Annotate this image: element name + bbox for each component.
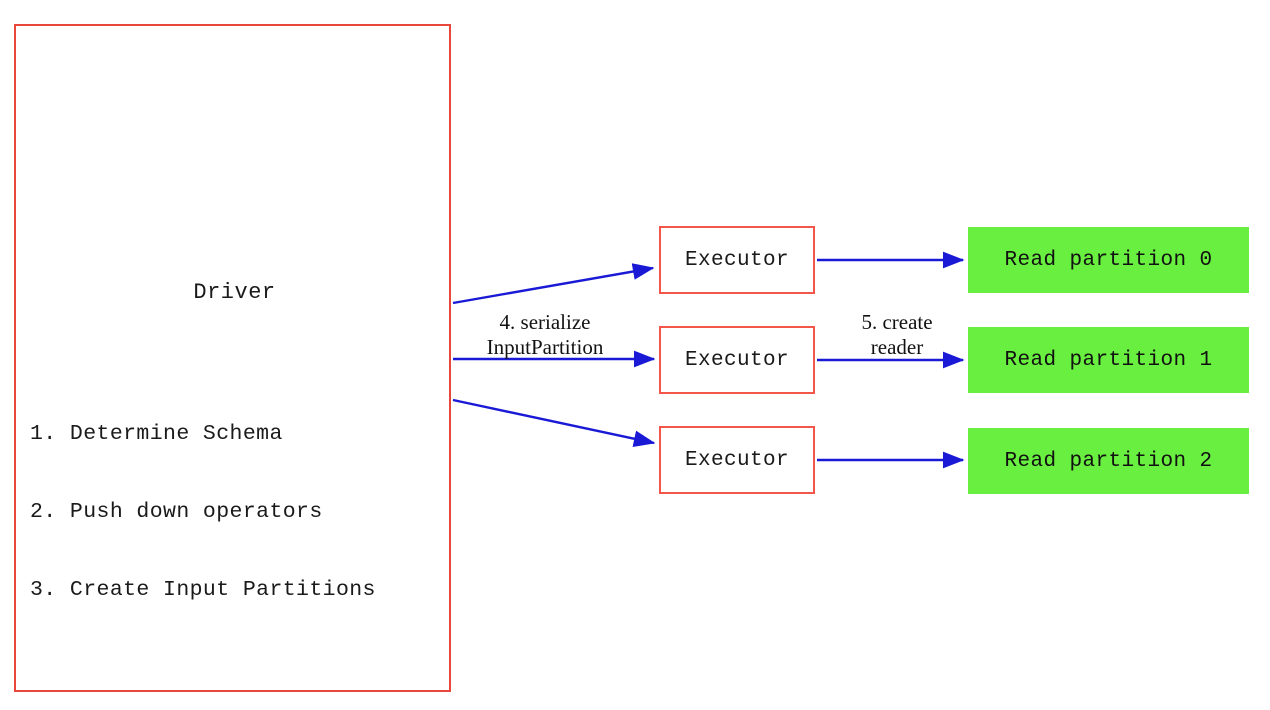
driver-title: Driver	[193, 280, 276, 305]
edge-label-create-reader-line2: reader	[870, 335, 924, 359]
arrow-driver-to-executor-2	[452, 398, 656, 447]
executor-box-0: Executor	[659, 226, 815, 294]
arrow-driver-to-executor-0	[452, 263, 655, 305]
edge-label-create-reader-line1: 5. create	[861, 310, 933, 334]
edge-label-serialize: 4. serialize InputPartition	[455, 310, 635, 360]
edge-label-create-reader: 5. create reader	[822, 310, 972, 360]
partition-box-2: Read partition 2	[968, 428, 1249, 494]
partition-box-0: Read partition 0	[968, 227, 1249, 293]
driver-step-1: 1. Determine Schema	[30, 422, 283, 446]
edge-label-serialize-line2: InputPartition	[486, 335, 604, 359]
executor-box-2: Executor	[659, 426, 815, 494]
driver-steps-list: 1. Determine Schema 2. Push down operato…	[30, 369, 450, 655]
driver-step-3: 3. Create Input Partitions	[30, 578, 376, 602]
partition-box-1: Read partition 1	[968, 327, 1249, 393]
executor-box-1: Executor	[659, 326, 815, 394]
driver-step-2: 2. Push down operators	[30, 500, 323, 524]
driver-box: Driver 1. Determine Schema 2. Push down …	[14, 24, 451, 692]
edge-label-serialize-line1: 4. serialize	[499, 310, 591, 334]
